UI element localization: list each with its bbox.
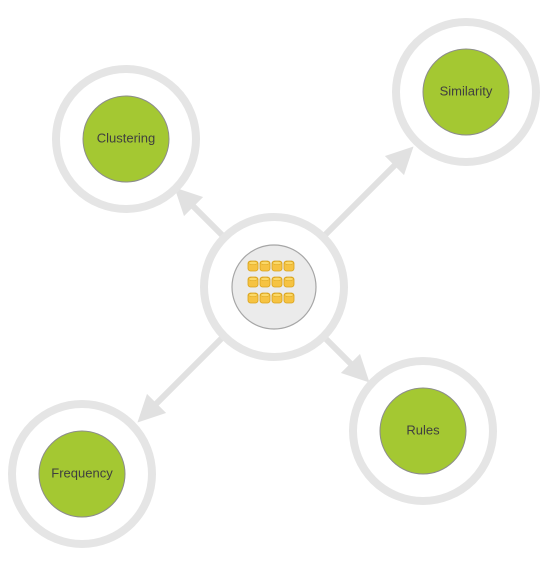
center-hub (200, 213, 348, 361)
database-cylinder-top (248, 277, 258, 281)
node-similarity[interactable]: Similarity (392, 18, 540, 166)
database-cylinder-top (260, 261, 270, 265)
database-cylinder-top (260, 277, 270, 281)
node-clustering-label: Clustering (97, 130, 156, 145)
arrow-to-clustering (174, 187, 225, 238)
node-frequency[interactable]: Frequency (8, 400, 156, 548)
arrow-to-similarity (322, 146, 414, 238)
node-rules-disc (379, 387, 467, 475)
node-clustering[interactable]: Clustering (52, 65, 200, 213)
database-cylinder-top (284, 261, 294, 265)
database-cylinder-top (272, 277, 282, 281)
node-similarity-disc (422, 48, 510, 136)
database-cylinder-top (284, 293, 294, 297)
database-cylinder-top (272, 293, 282, 297)
arrow-to-frequency (137, 335, 225, 423)
connector-arrows (137, 146, 414, 423)
database-cylinder-top (272, 261, 282, 265)
database-grid-icon (247, 260, 295, 304)
database-cylinder-top (260, 293, 270, 297)
database-cylinder-top (248, 293, 258, 297)
node-similarity-label: Similarity (440, 83, 493, 98)
node-rules[interactable]: Rules (349, 357, 497, 505)
node-clustering-disc (82, 95, 170, 183)
node-rules-label: Rules (406, 422, 440, 437)
node-frequency-label: Frequency (51, 465, 113, 480)
database-cylinder-top (248, 261, 258, 265)
arrow-to-rules (322, 335, 370, 383)
database-cylinder-top (284, 277, 294, 281)
node-frequency-disc (38, 430, 126, 518)
